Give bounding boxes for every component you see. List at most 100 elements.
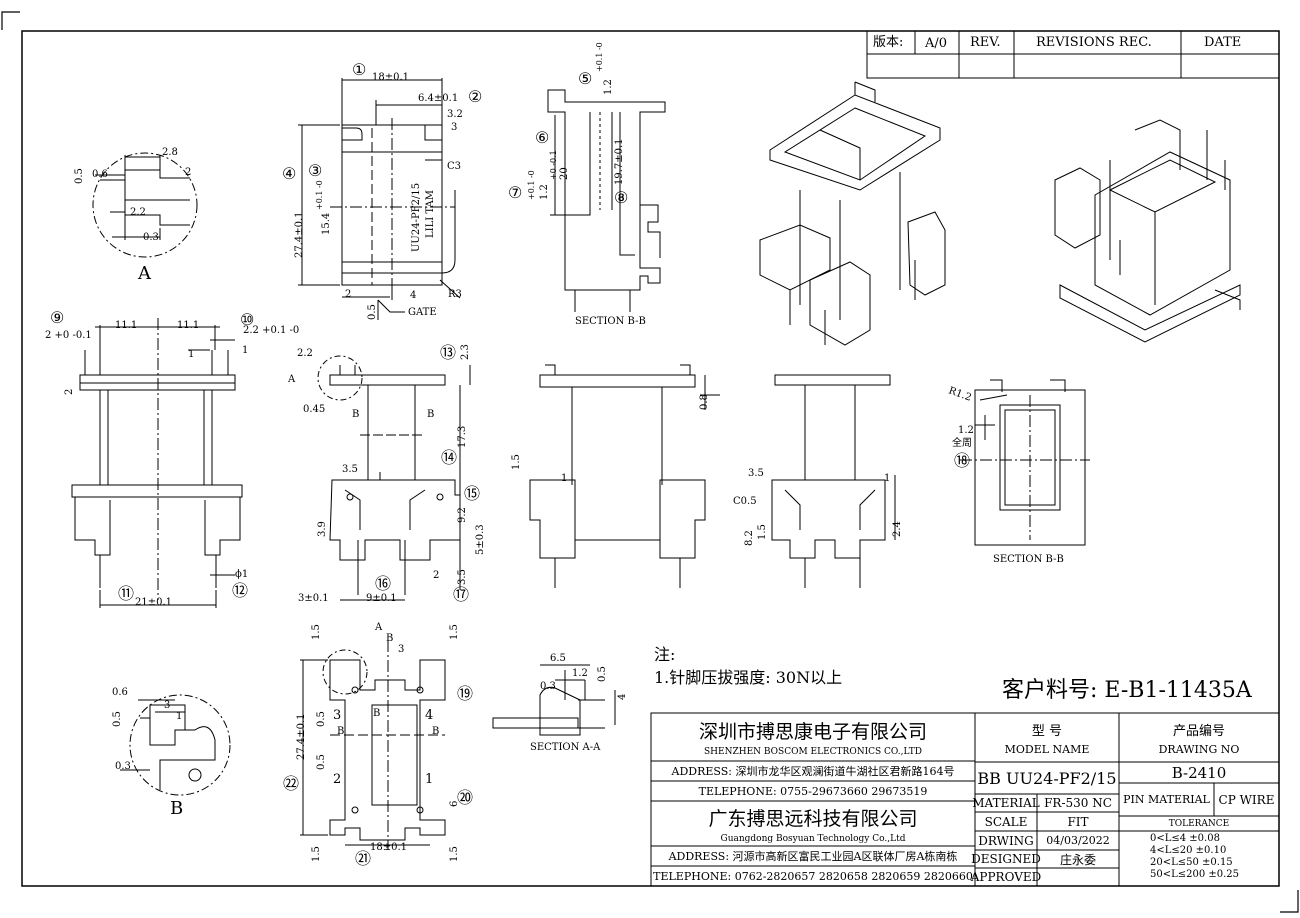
dim-0-5-d: 0.5 — [316, 754, 327, 770]
drawing-label-cn: 产品编号 — [1172, 723, 1225, 739]
scale-value: FIT — [1067, 814, 1089, 829]
side-view-right — [771, 374, 896, 588]
balloon-19: ⑲ — [457, 684, 474, 703]
bottom-view — [300, 640, 446, 850]
model-label-en: MODEL NAME — [1004, 742, 1090, 756]
balloon-18: ⑱ — [954, 451, 971, 470]
dim-2-tol: 2 +0 -0.1 — [45, 330, 92, 341]
dim-1-5-f: 1.5 — [449, 846, 460, 862]
balloon-22: ㉒ — [283, 774, 300, 793]
dim-4-top: 4 — [410, 290, 417, 301]
label-b-3: B — [386, 633, 394, 644]
dim-3-c: 3 — [164, 700, 171, 711]
dim-1-2-b: 1.2 — [539, 184, 550, 200]
label-b-5: B — [432, 726, 440, 737]
dim-27-4-b: 27.4±0.1 — [296, 713, 307, 760]
dim-6-5: 6.5 — [550, 653, 566, 664]
balloon-6: ⑥ — [535, 128, 550, 147]
leader-lines — [188, 339, 1008, 401]
dim-1-e: 1 — [176, 711, 183, 722]
dim-2-4: 2.4 — [892, 521, 903, 537]
dim-1-5-e: 1.5 — [311, 846, 322, 862]
dim-1-2-c: 1.2 — [958, 425, 974, 436]
dim-15-4: 15.4 — [321, 212, 332, 235]
label-b-4: B — [337, 726, 345, 737]
dim-11-1-a: 11.1 — [115, 320, 138, 331]
balloon-9: ⑨ — [50, 308, 65, 327]
dim-1-a: 1 — [242, 345, 249, 356]
dim-2-2-b: 2.2 — [297, 348, 313, 359]
balloon-14: ⑭ — [441, 448, 458, 467]
dim-0-5-a: 0.5 — [74, 168, 85, 184]
dim-2-a: 2 — [185, 167, 192, 178]
dim-3-5-a: 3.5 — [342, 464, 358, 475]
dim-2-top: 2 — [345, 289, 352, 300]
title-block-grid — [650, 712, 1280, 887]
balloon-5: ⑤ — [578, 69, 593, 88]
dim-1-b: 1 — [188, 349, 195, 360]
section-bb-right — [960, 379, 1090, 546]
side-view — [317, 355, 461, 601]
dim-0-8: 0.8 — [699, 394, 710, 410]
balloon-8: ⑧ — [614, 188, 629, 207]
drawing-label-block: 产品编号 DRAWING NO — [1119, 713, 1279, 762]
dim-c3: C3 — [447, 161, 462, 172]
dim-1-5-d: 1.5 — [449, 624, 460, 640]
dim-all-around: 全周 — [952, 438, 972, 449]
version-value: A/0 — [925, 36, 948, 51]
company-1-en: SHENZHEN BOSCOM ELECTRONICS CO.,LTD — [704, 747, 922, 757]
dim-17-3: 17.3 — [457, 425, 468, 448]
dim-3-2: 3.2 — [447, 109, 463, 120]
dim-20: 20 — [559, 167, 570, 180]
isometric-view-2 — [1054, 119, 1241, 343]
telephone-1: TELEPHONE: 0755-29673660 29673519 — [698, 784, 928, 798]
detail-a-view — [92, 152, 198, 258]
section-bb-label-1: SECTION B-B — [575, 316, 646, 327]
dim-r3: R3 — [448, 289, 462, 300]
dim-1-c: 1 — [561, 473, 568, 484]
pin-number-1: 1 — [425, 772, 434, 787]
balloon-4: ④ — [282, 164, 297, 183]
dim-1-2-b-tol: +0.1 -0 — [527, 170, 536, 200]
balloon-2: ② — [468, 87, 483, 106]
address-1: ADDRESS: 深圳市龙华区观澜街道牛湖社区君新路164号 — [671, 765, 955, 778]
balloon-20: ⑳ — [457, 788, 474, 807]
balloon-13: ⑬ — [440, 343, 457, 362]
dim-20-tol: +0 -0.1 — [549, 150, 558, 180]
pin-material-label: PIN MATERIAL — [1123, 792, 1210, 806]
tolerance-label: TOLERANCE — [1168, 818, 1230, 829]
approved-label: APPROVED — [970, 870, 1042, 884]
balloon-17: ⑰ — [453, 585, 470, 604]
balloon-21: ㉑ — [355, 849, 372, 868]
corner-mark-top-left — [1, 11, 20, 30]
dim-4-b: 4 — [617, 693, 628, 700]
revisions-header: REVISIONS REC. — [1036, 35, 1152, 50]
tolerance-row-4: 50<L≤200 ±0.25 — [1150, 869, 1240, 880]
pin-number-2: 2 — [333, 772, 342, 787]
dim-1-5-a: 1.5 — [511, 454, 522, 470]
dim-1-2-top-tol: +0.1 -0 — [595, 42, 604, 72]
dim-0-5-e: 0.5 — [112, 711, 123, 727]
label-a-3: B — [373, 708, 381, 719]
dim-1-2-d: 1.2 — [572, 668, 588, 679]
dim-0-3-b: 0.3 — [115, 761, 131, 772]
balloon-12: ⑫ — [232, 581, 249, 600]
rev-header: REV. — [970, 35, 1001, 50]
dim-0-45: 0.45 — [303, 404, 326, 415]
dim-8-2: 8.2 — [744, 530, 755, 546]
dim-9-2: 9.2 — [457, 507, 468, 523]
dim-27-4: 27.4±0.1 — [294, 211, 305, 258]
gate-label: GATE — [408, 307, 437, 318]
isometric-view-1 — [759, 81, 946, 346]
model-value: BB UU24-PF2/15 — [977, 768, 1117, 788]
drawing-value: B-2410 — [1171, 763, 1227, 782]
dim-1-d: 1 — [884, 473, 891, 484]
dim-19-7: 19.7±0.1 — [614, 138, 625, 185]
address-2: ADDRESS: 河源市高新区富民工业园A区联体厂房A栋南栋 — [668, 850, 958, 863]
model-label-block: 型 号 MODEL NAME — [975, 713, 1119, 762]
balloon-10: ⑩ — [240, 310, 255, 329]
material-label: MATERIAL — [972, 796, 1040, 810]
revision-block — [866, 30, 1280, 79]
dim-3-b: 3 — [398, 644, 405, 655]
dim-0-5-c: 0.5 — [316, 711, 327, 727]
